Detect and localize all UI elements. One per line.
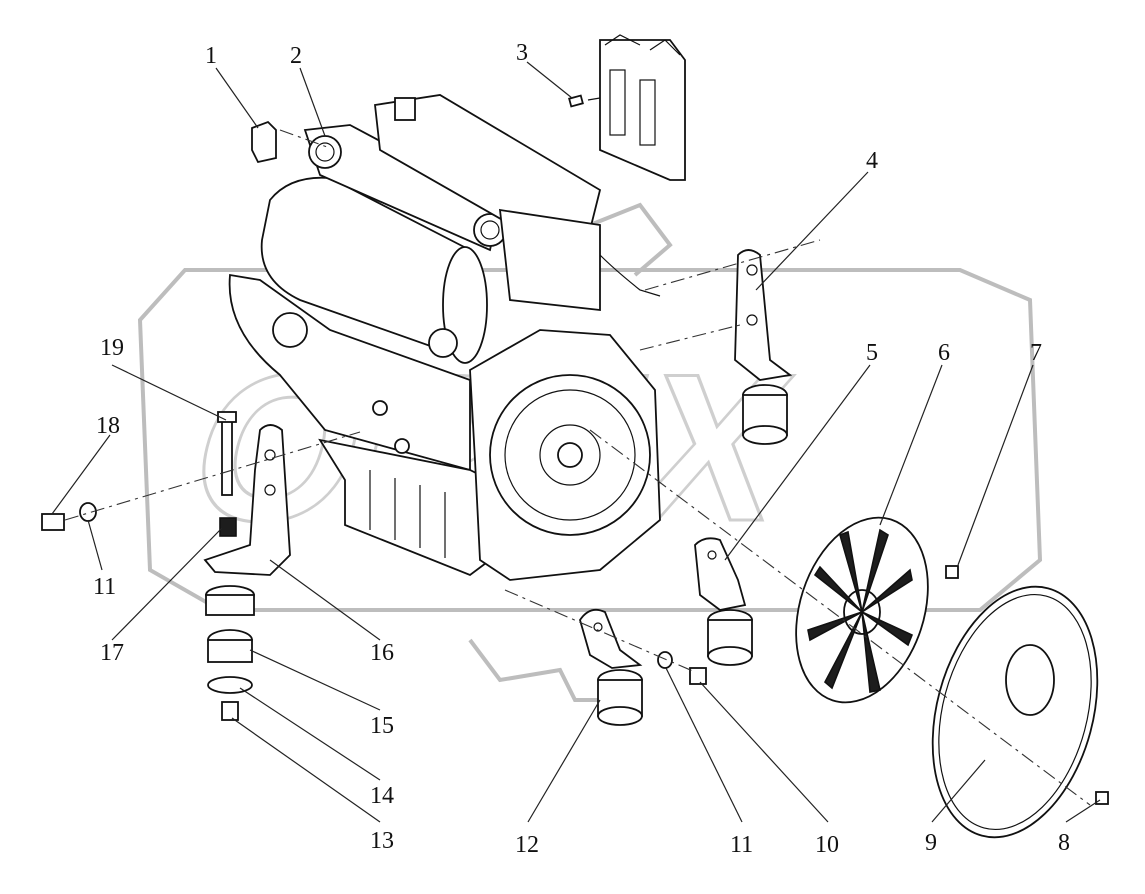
part-6-flex-plate bbox=[795, 516, 929, 704]
callout-11-right: 11 bbox=[730, 832, 753, 858]
part-13-nut bbox=[221, 701, 239, 721]
ecu-module bbox=[587, 34, 686, 181]
part-17-spring bbox=[219, 517, 237, 537]
callout-4: 4 bbox=[866, 148, 878, 174]
leader-lines bbox=[51, 61, 1101, 823]
part-18-bolt bbox=[41, 513, 65, 531]
part-11-washer-right bbox=[657, 651, 673, 669]
part-9-cover-plate bbox=[931, 585, 1099, 839]
part-19-long-bolt bbox=[217, 411, 237, 496]
callout-9: 9 bbox=[925, 830, 937, 856]
callout-15: 15 bbox=[370, 713, 394, 739]
part-10-bolt bbox=[689, 667, 707, 685]
part-3-bolt bbox=[568, 94, 584, 108]
callout-6: 6 bbox=[938, 340, 950, 366]
part-16-left-bracket bbox=[203, 424, 291, 576]
callout-14: 14 bbox=[370, 783, 394, 809]
callout-7: 7 bbox=[1030, 340, 1042, 366]
callout-19: 19 bbox=[100, 335, 124, 361]
callout-13: 13 bbox=[370, 828, 394, 854]
callout-17: 17 bbox=[100, 640, 124, 666]
engine-block bbox=[228, 94, 661, 581]
part-12-bracket bbox=[579, 608, 643, 726]
part-8-bolt bbox=[1095, 791, 1109, 805]
callout-18: 18 bbox=[96, 413, 120, 439]
callout-8: 8 bbox=[1058, 830, 1070, 856]
part-5-lower-bracket bbox=[694, 537, 753, 666]
callout-1: 1 bbox=[205, 43, 217, 69]
callout-16: 16 bbox=[370, 640, 394, 666]
callout-3: 3 bbox=[516, 40, 528, 66]
callout-labels: 1 2 3 4 5 6 7 8 9 10 11 11 12 13 14 15 1… bbox=[93, 40, 1070, 858]
part-1-bracket bbox=[251, 120, 277, 164]
part-7-bolt bbox=[945, 565, 959, 579]
assembly-axes bbox=[64, 129, 1091, 806]
callout-10: 10 bbox=[815, 832, 839, 858]
callout-2: 2 bbox=[290, 43, 302, 69]
callout-12: 12 bbox=[515, 832, 539, 858]
callout-5: 5 bbox=[866, 340, 878, 366]
part-4-right-bracket bbox=[734, 249, 793, 445]
part-14-washer bbox=[207, 676, 253, 694]
part-15-rubber-mount bbox=[205, 585, 255, 663]
callout-11-left: 11 bbox=[93, 574, 116, 600]
